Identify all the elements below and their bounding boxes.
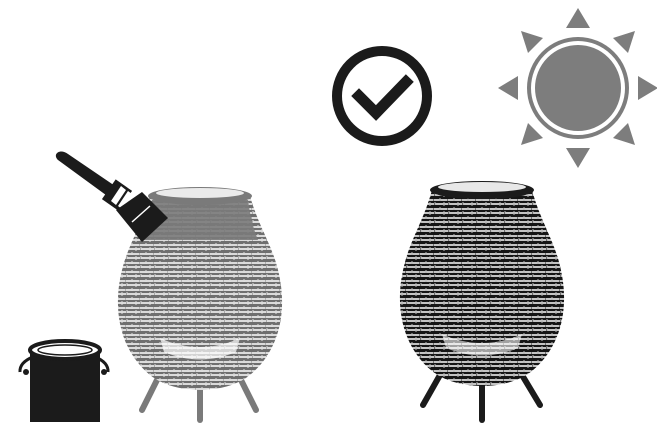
right-pot-body (400, 190, 564, 386)
dry-result-panel (337, 8, 657, 420)
checkmark-circle-icon (337, 51, 427, 141)
painting-panel (20, 152, 282, 422)
paint-can-icon (20, 341, 108, 422)
